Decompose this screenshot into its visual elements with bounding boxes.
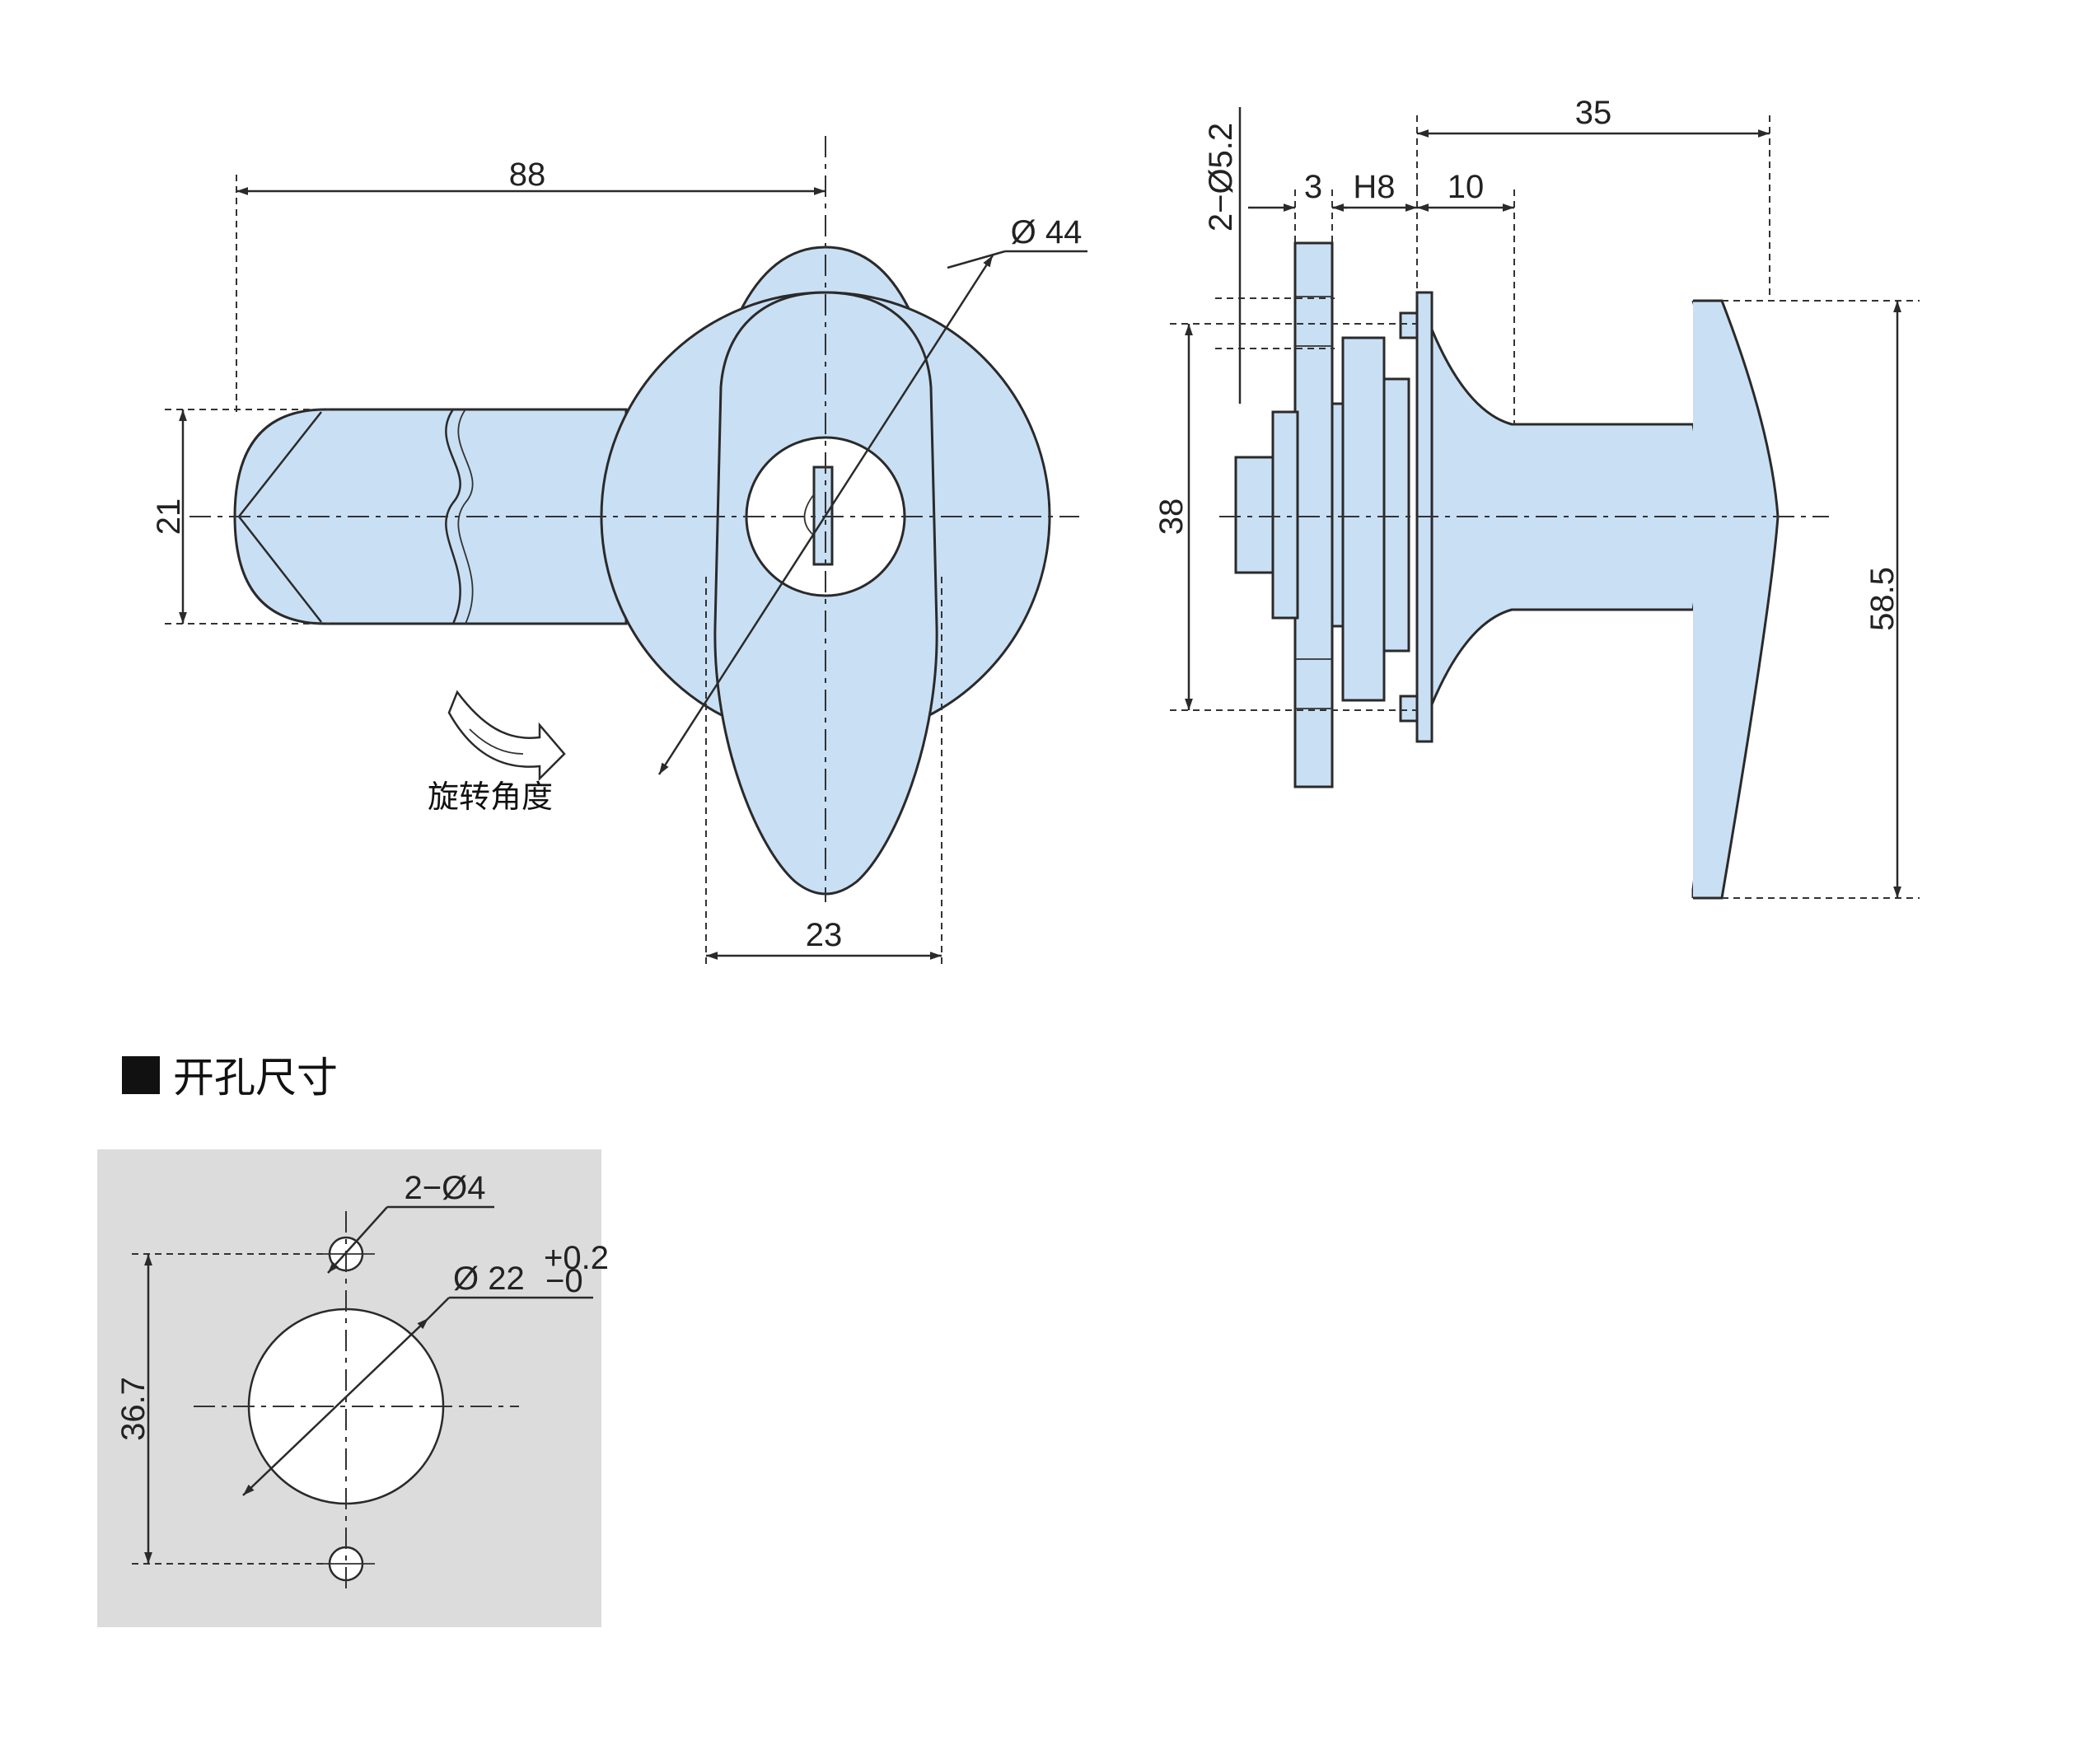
dim-44-leader [657,255,994,775]
bezel-tab-bottom [1399,695,1419,723]
dim-21-label: 21 [151,498,187,536]
flange-inner [1382,377,1410,653]
dim-88-label: 88 [509,157,546,193]
dim-main-hole-leader [242,1317,429,1496]
dim-44-leader-tail [947,250,1006,269]
break-line [445,409,461,625]
dim-main-hole-tol-plus: +0.2 [544,1240,609,1276]
dim-3-label: 3 [1304,169,1322,205]
dim-23-label: 23 [806,917,843,953]
back-nut [1234,456,1274,574]
flange-ring [1341,336,1386,702]
dim-585-label: 58.5 [1864,567,1901,631]
bezel-tab-top [1399,311,1419,339]
dim-main-hole-tail [428,1297,450,1319]
dim-38-label: 38 [1153,498,1190,536]
break-line-2 [457,409,474,625]
title-square-icon [122,1056,160,1094]
dim-35-label: 35 [1575,95,1612,131]
dim-main-hole-label: Ø 22 [453,1261,525,1297]
dim-10-label: 10 [1448,169,1485,205]
rotation-arrow-icon [447,690,566,782]
lock-washer [1271,410,1299,620]
dim-main-hole-tol-minus: −0 [545,1263,583,1299]
side-view: 2−Ø5.2 3 H8 10 35 38 58.5 [1153,95,1920,900]
cutout-title: 开孔尺寸 [173,1054,338,1102]
rotation-label: 旋转角度 [428,779,553,815]
dim-holes-label: 2−Ø5.2 [1203,123,1239,232]
cutout-section: 开孔尺寸 36.7 2−Ø4 Ø 22 +0.2 −0 [97,1054,609,1627]
front-view: 88 21 Ø 44 23 旋转角度 [151,136,1087,968]
dim-367-label: 36.7 [115,1377,152,1441]
dim-small-hole-leader [327,1206,388,1274]
dim-44-label: Ø 44 [1011,214,1083,250]
panel-plate [1293,241,1334,788]
handle-grip-edge [1693,299,1780,900]
dim-small-hole-label: 2−Ø4 [405,1170,486,1206]
dim-h8-label: H8 [1353,169,1395,205]
